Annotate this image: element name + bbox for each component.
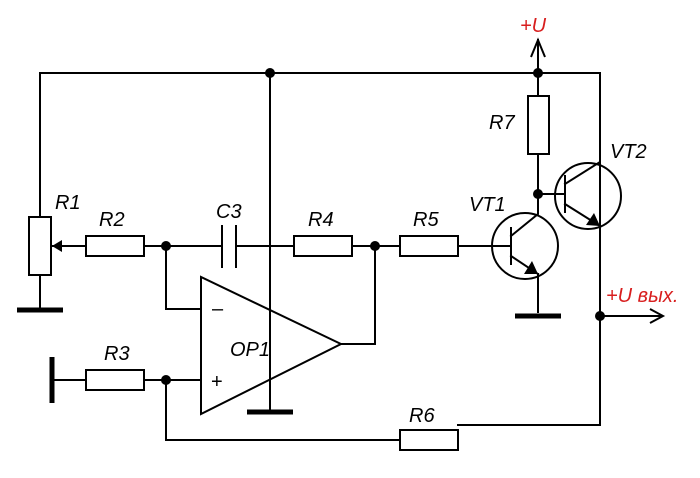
r3-resistor [85, 369, 145, 391]
grounds [17, 307, 561, 415]
label-r7: R7 [489, 112, 515, 134]
label-r6: R6 [409, 405, 435, 427]
junction-dots [161, 68, 605, 385]
label-c3: C3 [216, 201, 242, 223]
label-r1: R1 [55, 192, 81, 214]
vt1-emitter-arrow-icon [524, 261, 538, 274]
label-vt1: VT1 [469, 194, 506, 216]
opamp-minus-sign: – [212, 298, 224, 320]
vt2-transistor [537, 72, 622, 317]
r1-resistor [28, 216, 52, 276]
label-r3: R3 [104, 343, 130, 365]
r1-wiper-arrow-icon [52, 240, 62, 252]
vt2-emitter-arrow-icon [586, 213, 600, 226]
inverting-input-wire [165, 245, 202, 310]
r5-resistor [399, 235, 459, 257]
label-r2: R2 [99, 209, 125, 231]
r4-resistor [293, 235, 353, 257]
label-r4: R4 [308, 209, 334, 231]
r7-resistor [527, 95, 550, 155]
r6-left-wire [165, 379, 401, 441]
label-output: +U вых. [606, 285, 678, 307]
opamp-plus-sign: + [211, 371, 223, 393]
r6-resistor [399, 429, 459, 451]
r2-resistor [85, 235, 145, 257]
c3-capacitor [221, 225, 237, 268]
output-feedback-wire [340, 245, 376, 345]
output-arrow-icon [649, 308, 666, 324]
label-supply: +U [520, 15, 547, 37]
label-r5: R5 [413, 209, 439, 231]
label-vt2: VT2 [610, 141, 647, 163]
supply-arrow-icon [530, 37, 546, 58]
vt1-transistor [491, 199, 559, 280]
label-op1: OP1 [230, 339, 270, 361]
